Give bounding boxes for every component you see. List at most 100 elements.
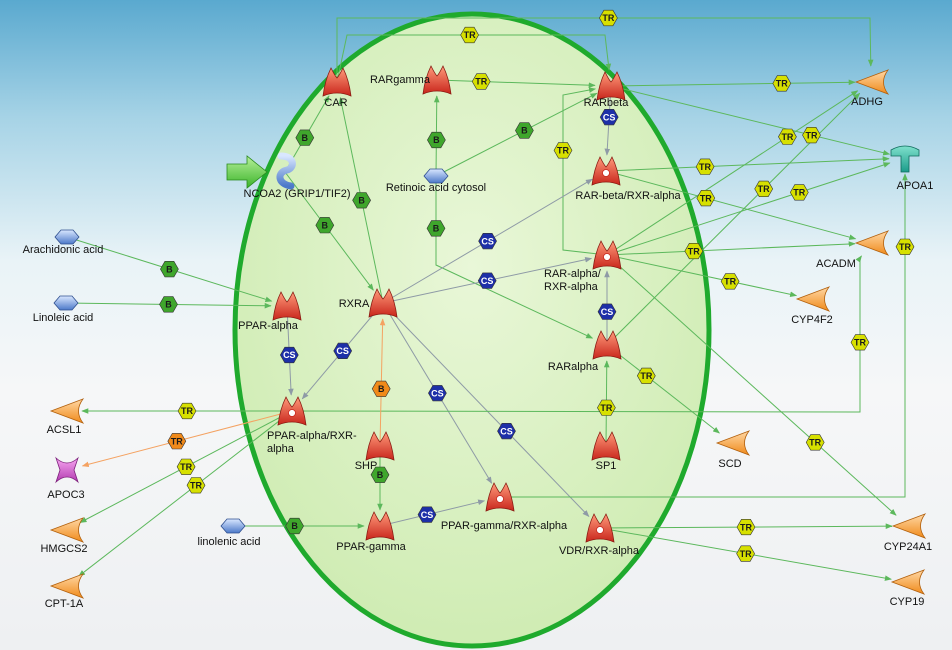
node-apoc3[interactable] bbox=[55, 456, 79, 484]
badge-tr-ppar-gamma-rxr-apoa1[interactable]: TR bbox=[895, 238, 915, 255]
badge-hexagon bbox=[427, 131, 446, 149]
node-sp1[interactable] bbox=[591, 431, 621, 461]
badge-tr-raralpha-rxralpha-acadm[interactable]: TR bbox=[684, 243, 704, 260]
badge-cs-ppar-gamma-ppar-gamma-rxr[interactable]: CS bbox=[417, 506, 437, 523]
receptor-glyph-icon bbox=[591, 431, 621, 461]
badge-cs-ppar-alpha-ppar-alpha-rxr[interactable]: CS bbox=[279, 346, 299, 364]
badge-tr-raralpha-scd[interactable]: TR bbox=[636, 367, 656, 384]
badge-tr-rarbeta-rxralpha-apoa1[interactable]: TR bbox=[695, 158, 715, 175]
badge-tr-rarbeta-apoa1[interactable]: TR bbox=[802, 127, 821, 144]
node-acadm[interactable] bbox=[854, 230, 890, 256]
node-raralpha-rxralpha[interactable] bbox=[592, 240, 622, 270]
badge-tr-ppar-alpha-rxr-acadm[interactable]: TR bbox=[850, 334, 870, 351]
node-raralpha[interactable] bbox=[592, 330, 622, 360]
badge-b-linoleic-acid-ppar-alpha[interactable]: B bbox=[159, 296, 178, 313]
node-rarbeta[interactable] bbox=[596, 71, 626, 101]
badge-tr-raralpha-rxralpha-cyp24a1[interactable]: TR bbox=[805, 434, 825, 451]
node-rarbeta-rxralpha[interactable] bbox=[591, 156, 621, 186]
badge-b-retinoic-acid-raralpha[interactable]: B bbox=[426, 220, 446, 237]
edge-ppar-alpha-rxr-to-apoc3 bbox=[81, 410, 293, 468]
badge-tr-car-adhg[interactable]: TR bbox=[599, 9, 618, 27]
node-scd[interactable] bbox=[715, 430, 751, 456]
badge-b-linolenic-acid-ppar-gamma[interactable]: B bbox=[285, 517, 304, 535]
badge-cs-rarbeta-rarbeta-rxralpha[interactable]: CS bbox=[599, 109, 619, 126]
badge-cs-rxra-ppar-alpha-rxr[interactable]: CS bbox=[333, 342, 353, 360]
badge-tr-raralpha-rxralpha-cyp4f2[interactable]: TR bbox=[720, 273, 740, 290]
node-linolenic-acid[interactable] bbox=[220, 518, 246, 534]
badge-tr-rarbeta-adhg[interactable]: TR bbox=[772, 75, 792, 92]
badge-label: TR bbox=[899, 242, 911, 252]
node-cyp4f2[interactable] bbox=[795, 286, 831, 312]
node-arachidonic-acid[interactable] bbox=[54, 229, 80, 245]
badge-label: B bbox=[302, 133, 309, 143]
badge-cs-rxra-rarbeta-rxralpha[interactable]: CS bbox=[478, 233, 497, 250]
node-retinoic-acid[interactable] bbox=[423, 168, 449, 184]
node-ppar-gamma[interactable] bbox=[365, 511, 395, 541]
enzyme-glyph-icon bbox=[854, 230, 890, 256]
node-ncoa2[interactable] bbox=[226, 152, 296, 190]
node-shp[interactable] bbox=[365, 431, 395, 461]
node-adhg[interactable] bbox=[854, 69, 890, 95]
node-car[interactable] bbox=[322, 67, 352, 97]
badge-tr-raralpha-rxralpha-adhg[interactable]: TR bbox=[778, 128, 797, 145]
badge-tr-ppar-alpha-rxr-apoc3[interactable]: TR bbox=[167, 433, 187, 450]
badge-tr-ppar-alpha-rxr-cpt1a[interactable]: TR bbox=[186, 477, 206, 494]
label-ppar-alpha-rxr: PPAR-alpha/RXR-alpha bbox=[267, 430, 357, 455]
node-vdr-rxr[interactable] bbox=[585, 513, 615, 543]
label-rarbeta-rxralpha: RAR-beta/RXR-alpha bbox=[575, 190, 681, 202]
badge-tr-raralpha-adhg[interactable]: TR bbox=[754, 180, 774, 197]
node-cyp24a1[interactable] bbox=[891, 513, 927, 539]
badge-b-shp-ppar-gamma[interactable]: B bbox=[370, 466, 390, 483]
badge-b-ncoa2-rxra[interactable]: B bbox=[315, 217, 335, 234]
receptor-glyph-icon bbox=[365, 431, 395, 461]
node-linoleic-acid[interactable] bbox=[53, 295, 79, 311]
badge-tr-raralpha-rxralpha-rarbeta[interactable]: TR bbox=[553, 142, 573, 159]
badge-b-ncoa2-car[interactable]: B bbox=[295, 129, 315, 146]
badge-cs-rxra-vdr-rxr[interactable]: CS bbox=[497, 422, 516, 440]
translocation-arrow-icon bbox=[226, 155, 268, 189]
badge-label: TR bbox=[640, 371, 652, 381]
badge-hexagon bbox=[167, 433, 187, 450]
node-ppar-gamma-rxr[interactable] bbox=[485, 482, 515, 512]
node-ppar-alpha-rxr[interactable] bbox=[277, 396, 307, 426]
badge-tr-sp1-raralpha[interactable]: TR bbox=[597, 399, 616, 416]
receptor-glyph-icon bbox=[322, 67, 352, 97]
edge-rarbeta-to-apoa1 bbox=[610, 85, 891, 156]
badge-hexagon bbox=[497, 422, 516, 440]
badge-hexagon bbox=[597, 303, 617, 320]
node-rargamma[interactable] bbox=[422, 65, 452, 95]
badge-hexagon bbox=[695, 158, 715, 175]
badge-b-retinoic-acid-rargamma[interactable]: B bbox=[427, 131, 446, 149]
badge-tr-rarbeta-rxralpha-acadm[interactable]: TR bbox=[696, 190, 716, 207]
node-acsl1[interactable] bbox=[49, 398, 85, 424]
badge-tr-ppar-alpha-rxr-acsl1[interactable]: TR bbox=[177, 402, 197, 420]
label-cyp4f2: CYP4F2 bbox=[791, 314, 833, 326]
badge-hexagon bbox=[285, 517, 304, 535]
badge-tr-ppar-alpha-rxr-hmgcs2[interactable]: TR bbox=[176, 458, 196, 475]
badge-b-shp-rxra[interactable]: B bbox=[371, 380, 391, 397]
badge-tr-vdr-rxr-cyp24a1[interactable]: TR bbox=[736, 518, 756, 536]
node-apoa1[interactable] bbox=[890, 145, 920, 173]
badge-cs-rxra-raralpha-rxralpha[interactable]: CS bbox=[477, 272, 497, 289]
badge-b-rxra-car[interactable]: B bbox=[352, 192, 371, 209]
node-rxra[interactable] bbox=[368, 288, 398, 318]
label-apoa1: APOA1 bbox=[896, 180, 934, 192]
node-ppar-alpha[interactable] bbox=[272, 291, 302, 321]
badge-label: CS bbox=[481, 276, 494, 286]
badge-tr-car-rarbeta[interactable]: TR bbox=[460, 26, 479, 44]
node-cyp19[interactable] bbox=[890, 569, 926, 595]
badge-b-arachidonic-acid-ppar-alpha[interactable]: B bbox=[160, 260, 179, 278]
badge-label: TR bbox=[602, 13, 614, 23]
label-raralpha-rxralpha: RAR-alpha/ RXR-alpha bbox=[544, 268, 601, 293]
badge-tr-rargamma-rarbeta[interactable]: TR bbox=[471, 73, 491, 90]
badge-tr-raralpha-rxralpha-apoa1[interactable]: TR bbox=[789, 184, 809, 201]
node-cpt1a[interactable] bbox=[49, 573, 85, 599]
badge-b-retinoic-acid-rarbeta[interactable]: B bbox=[515, 122, 534, 139]
label-cpt1a: CPT-1A bbox=[44, 598, 84, 610]
node-hmgcs2[interactable] bbox=[49, 517, 85, 543]
badge-cs-raralpha-raralpha-rxralpha[interactable]: CS bbox=[597, 303, 617, 320]
badge-tr-vdr-rxr-cyp19[interactable]: TR bbox=[736, 545, 755, 562]
badge-hexagon bbox=[736, 545, 755, 562]
badge-cs-rxra-ppar-gamma-rxr[interactable]: CS bbox=[428, 385, 447, 402]
